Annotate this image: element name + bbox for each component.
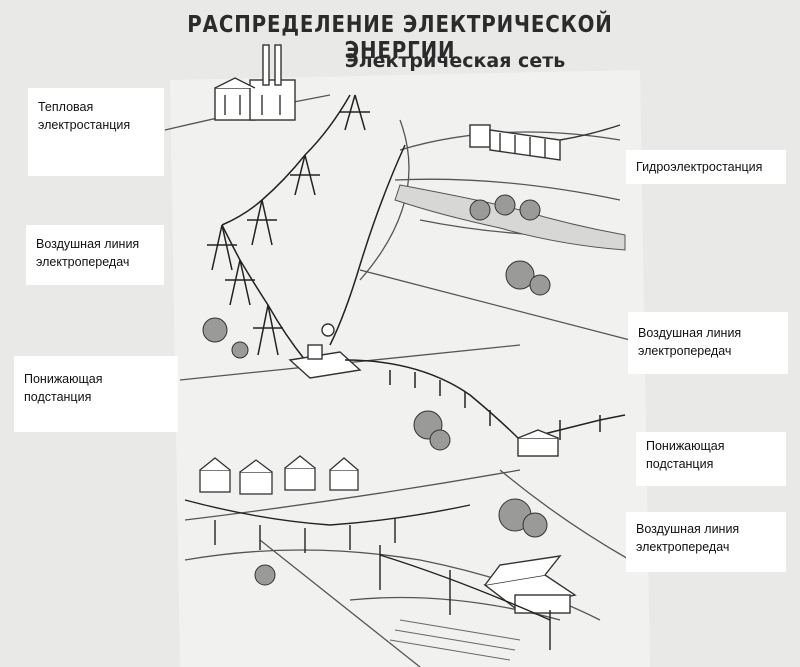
label-line: Понижающая [24, 370, 172, 388]
label-line: подстанция [646, 455, 780, 473]
label-substation-1: Понижающая подстанция [14, 356, 178, 432]
label-overhead-line-3: Воздушная линия электропередач [626, 512, 786, 572]
label-line: электропередач [638, 342, 782, 360]
label-substation-2: Понижающая подстанция [636, 432, 786, 486]
label-line: Воздушная линия [638, 324, 782, 342]
label-hydro-plant: Гидроэлектростанция [626, 150, 786, 184]
label-line: Воздушная линия [636, 520, 780, 538]
label-line: подстанция [24, 388, 172, 406]
label-line: Тепловая [38, 98, 158, 116]
label-line: электропередач [636, 538, 780, 556]
label-line: электропередач [36, 253, 158, 271]
diagram-subtitle: Электрическая сеть [330, 50, 580, 72]
label-overhead-line-1: Воздушная линия электропередач [26, 225, 164, 285]
label-line: Воздушная линия [36, 235, 158, 253]
label-line: Понижающая [646, 437, 780, 455]
label-line: Гидроэлектростанция [636, 158, 780, 176]
label-line: электростанция [38, 116, 158, 134]
label-thermal-plant: Тепловая электростанция [28, 88, 164, 176]
label-overhead-line-2: Воздушная линия электропередач [628, 312, 788, 374]
